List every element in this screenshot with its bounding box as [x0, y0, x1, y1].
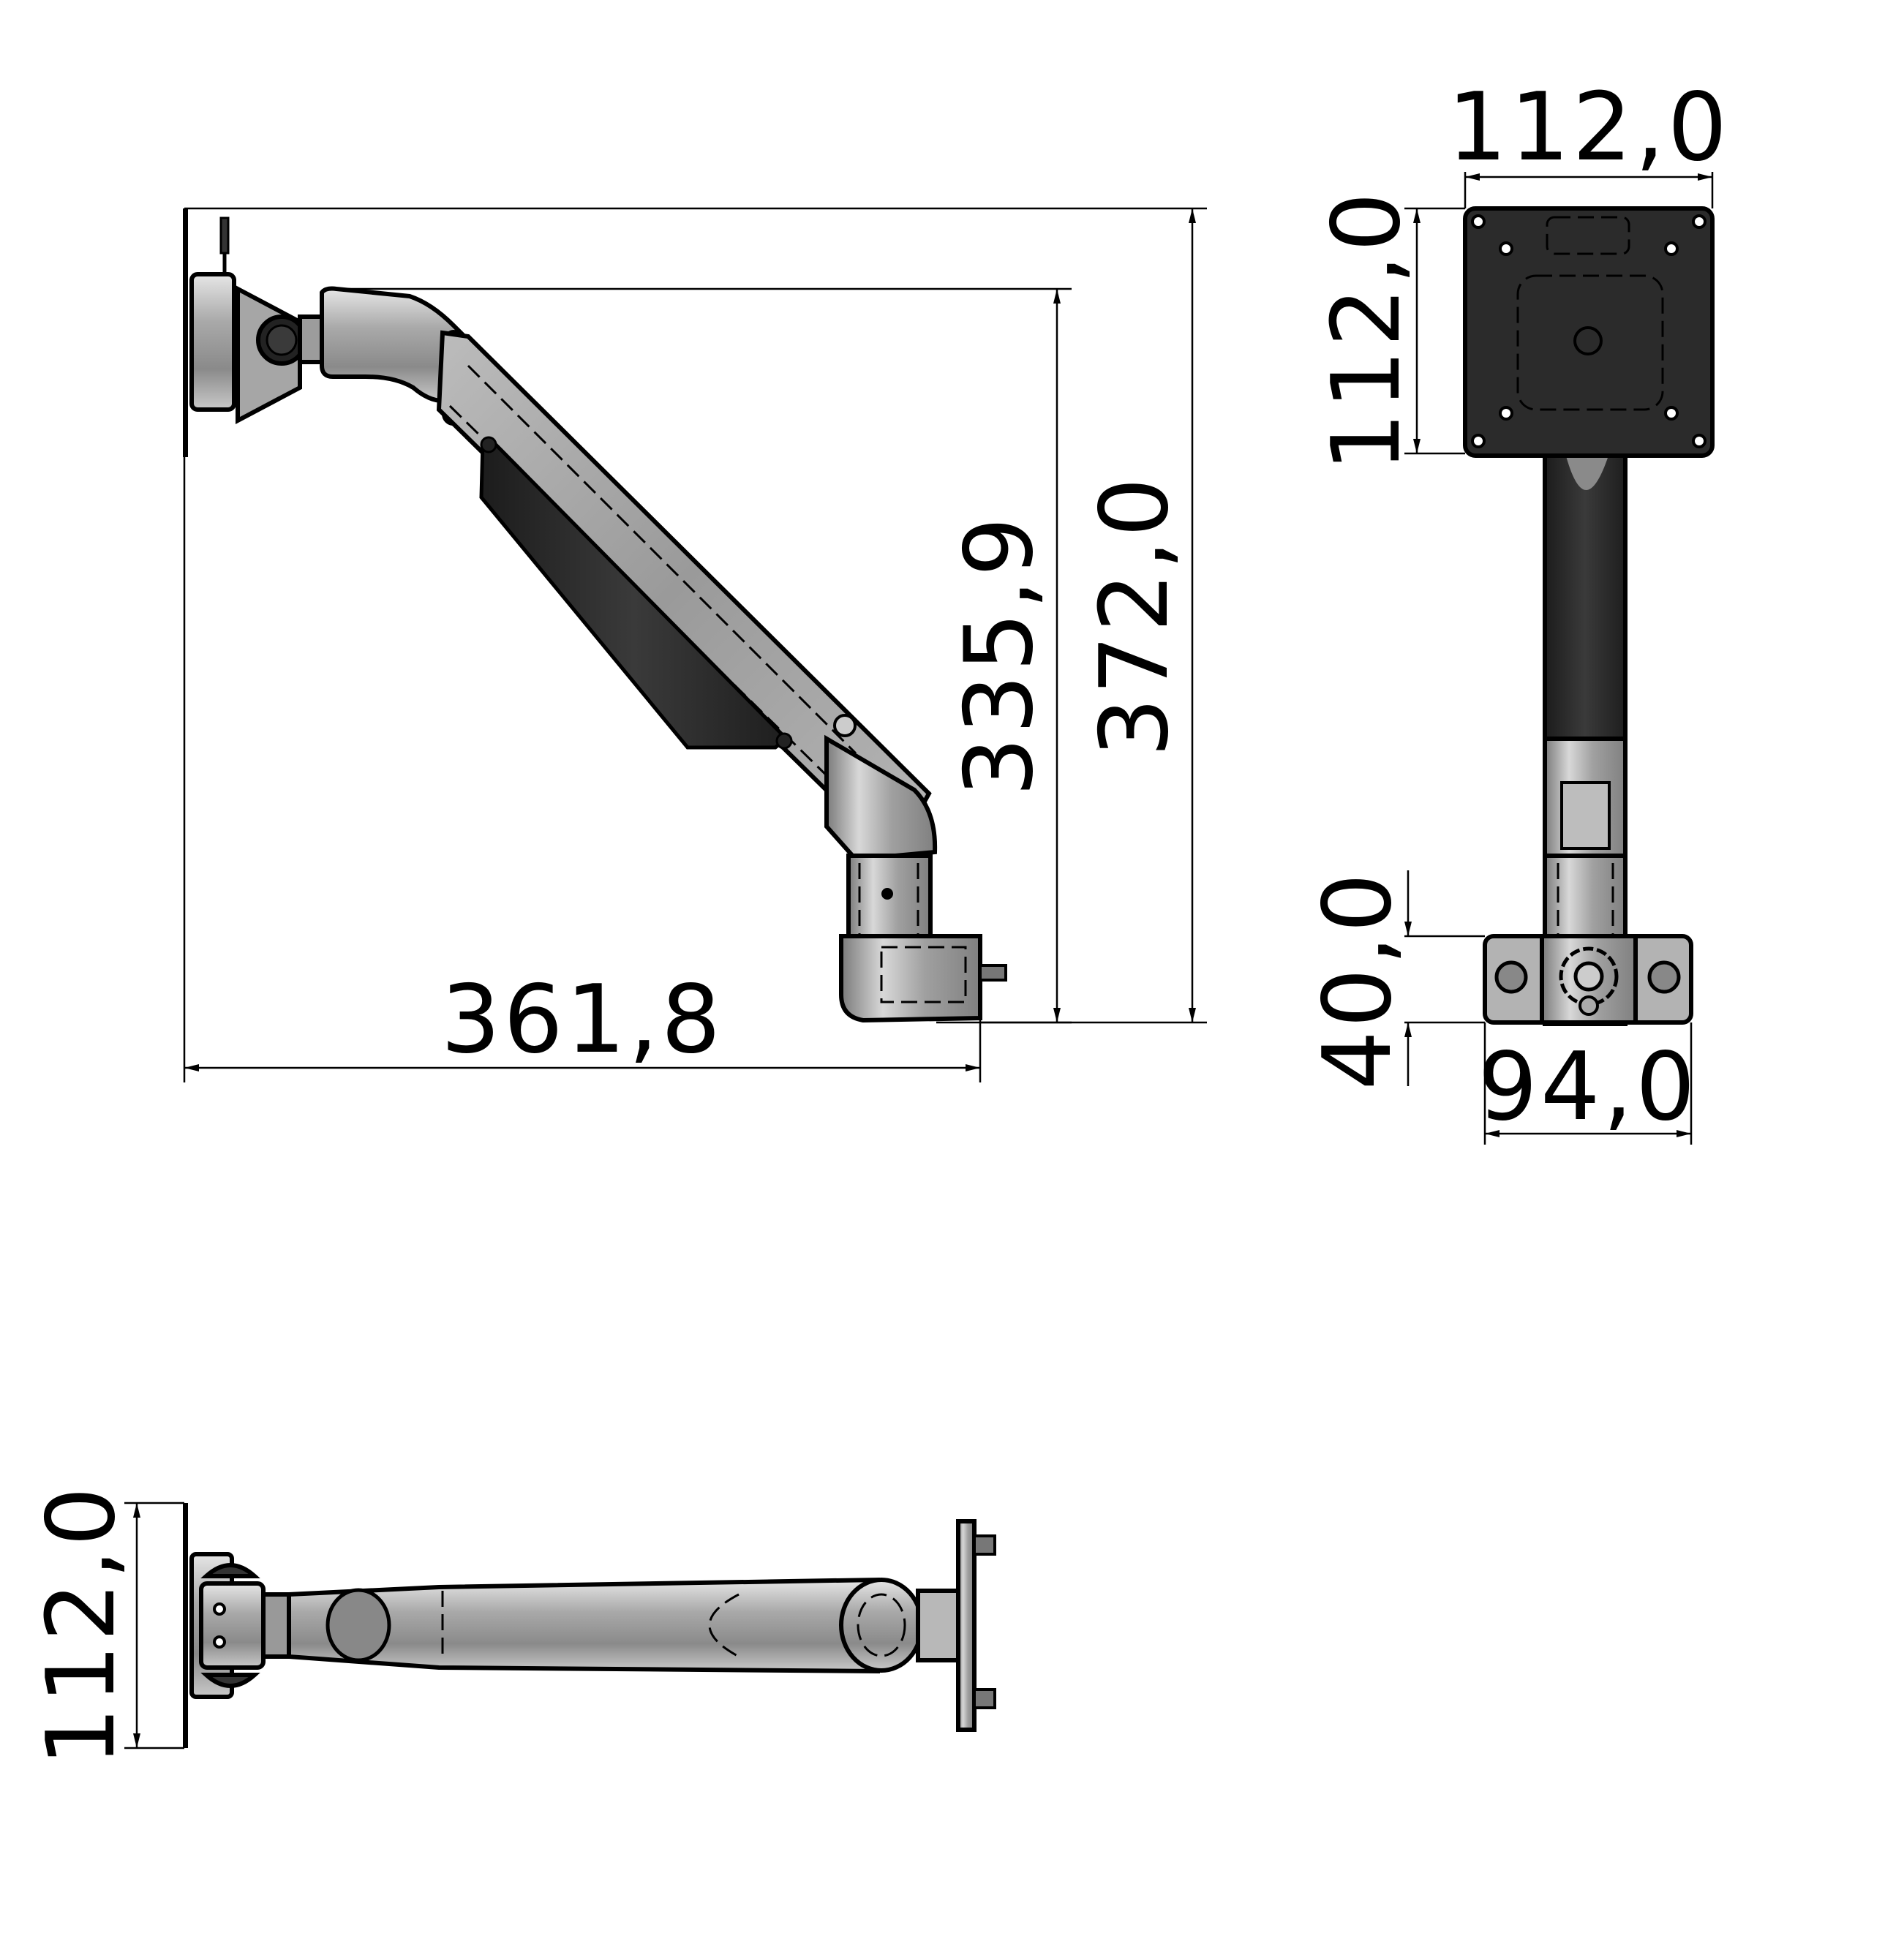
- wall-plate-top: [183, 1503, 188, 1748]
- base-block: [839, 934, 982, 1023]
- vesa-plate: [1463, 206, 1715, 458]
- side-view: 361,8 335,9 372,0: [183, 207, 1207, 1082]
- vesa-holes: [1471, 214, 1707, 448]
- dim-arm-height: 335,9: [945, 514, 1054, 796]
- front-view: 112,0 112,0 40,0 94,0: [1303, 73, 1730, 1145]
- dim-base-width: 94,0: [1478, 1033, 1698, 1142]
- dim-overall-height: 372,0: [1080, 475, 1189, 757]
- dim-top-plate-height: 112,0: [27, 1484, 136, 1766]
- dim-overall-width: 361,8: [441, 965, 723, 1074]
- top-view: 112,0: [27, 1484, 996, 1766]
- dim-plate-height: 112,0: [1312, 189, 1421, 472]
- dim-plate-width: 112,0: [1448, 73, 1730, 182]
- arm-column: [1543, 444, 1628, 741]
- gas-spring: [479, 436, 789, 750]
- wall-plate: [183, 208, 188, 457]
- end-bracket: [956, 1519, 977, 1732]
- wall-bracket: [189, 272, 236, 412]
- dim-base-height: 40,0: [1303, 870, 1412, 1090]
